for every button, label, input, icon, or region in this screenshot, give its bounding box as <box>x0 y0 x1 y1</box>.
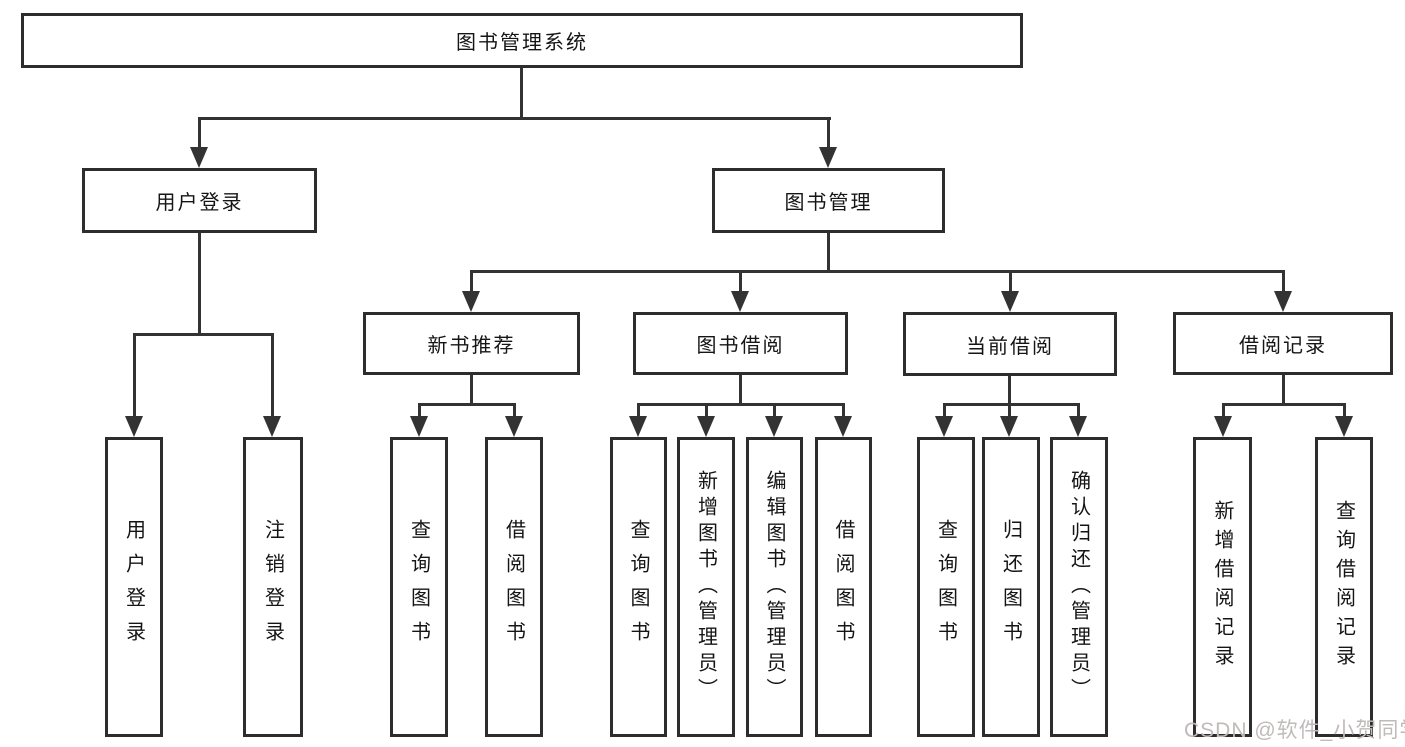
connector-line <box>943 403 946 417</box>
arrow-down-icon <box>1335 416 1353 437</box>
connector-line <box>520 68 523 120</box>
connector-line <box>470 270 473 293</box>
connector-line <box>1222 403 1346 406</box>
leaf-borrow-books: 借阅图书 <box>815 437 872 737</box>
arrow-down-icon <box>819 147 837 168</box>
connector-line <box>418 403 516 406</box>
arrow-down-icon <box>1069 416 1087 437</box>
connector-line <box>637 403 640 417</box>
node-book-borrowing: 图书借阅 <box>633 312 848 375</box>
leaf-query-books: 查询图书 <box>390 437 448 737</box>
arrow-down-icon <box>462 291 480 312</box>
node-current-borrowing: 当前借阅 <box>903 312 1117 376</box>
connector-line <box>198 117 831 120</box>
csdn-watermark: CSDN @软件_小贺同学 <box>1184 719 1405 742</box>
leaf-query-books: 查询图书 <box>917 437 975 737</box>
connector-line <box>1077 403 1080 417</box>
connector-line <box>1008 403 1011 417</box>
connector-line <box>198 117 201 149</box>
node-root: 图书管理系统 <box>21 13 1023 68</box>
leaf-query-borrow-record: 查询借阅记录 <box>1315 437 1373 737</box>
connector-line <box>773 403 776 417</box>
connector-line <box>827 117 830 149</box>
node-user-login: 用户登录 <box>82 168 317 233</box>
arrow-down-icon <box>125 416 143 437</box>
leaf-logout: 注销登录 <box>243 437 303 737</box>
leaf-edit-books-admin: 编辑图书（管理员） <box>746 437 803 737</box>
connector-line <box>705 403 708 417</box>
connector-line <box>513 403 516 417</box>
leaf-user-login: 用户登录 <box>105 437 163 737</box>
leaf-add-borrow-record: 新增借阅记录 <box>1193 437 1252 737</box>
connector-line <box>1343 403 1346 417</box>
arrow-down-icon <box>1001 291 1019 312</box>
connector-line <box>198 233 201 336</box>
connector-line <box>470 375 473 406</box>
connector-line <box>271 333 274 417</box>
arrow-down-icon <box>410 416 428 437</box>
connector-line <box>1282 270 1285 293</box>
connector-line <box>133 333 274 336</box>
connector-line <box>739 270 742 293</box>
arrow-down-icon <box>263 416 281 437</box>
leaf-return-books: 归还图书 <box>982 437 1040 737</box>
arrow-down-icon <box>505 416 523 437</box>
connector-line <box>943 403 1080 406</box>
connector-line <box>418 403 421 417</box>
arrow-down-icon <box>629 416 647 437</box>
arrow-down-icon <box>1000 416 1018 437</box>
connector-line <box>1009 270 1012 293</box>
leaf-borrow-books: 借阅图书 <box>485 437 543 737</box>
arrow-down-icon <box>731 291 749 312</box>
connector-line <box>1222 403 1225 417</box>
leaf-add-books-admin: 新增图书（管理员） <box>677 437 735 737</box>
connector-line <box>827 233 830 273</box>
arrow-down-icon <box>1214 416 1232 437</box>
leaf-confirm-return-admin: 确认归还（管理员） <box>1050 437 1108 737</box>
node-book-management: 图书管理 <box>712 168 945 233</box>
connector-line <box>637 403 845 406</box>
leaf-query-books: 查询图书 <box>610 437 667 737</box>
arrow-down-icon <box>935 416 953 437</box>
connector-line <box>1282 375 1285 406</box>
arrow-down-icon <box>1274 291 1292 312</box>
arrow-down-icon <box>765 416 783 437</box>
connector-line <box>842 403 845 417</box>
connector-line <box>133 333 136 417</box>
connector-line <box>739 375 742 406</box>
arrow-down-icon <box>697 416 715 437</box>
node-new-book-recommend: 新书推荐 <box>363 312 580 375</box>
connector-line <box>1008 376 1011 406</box>
arrow-down-icon <box>834 416 852 437</box>
node-borrowing-records: 借阅记录 <box>1173 312 1393 375</box>
connector-line <box>470 270 1285 273</box>
arrow-down-icon <box>190 147 208 168</box>
